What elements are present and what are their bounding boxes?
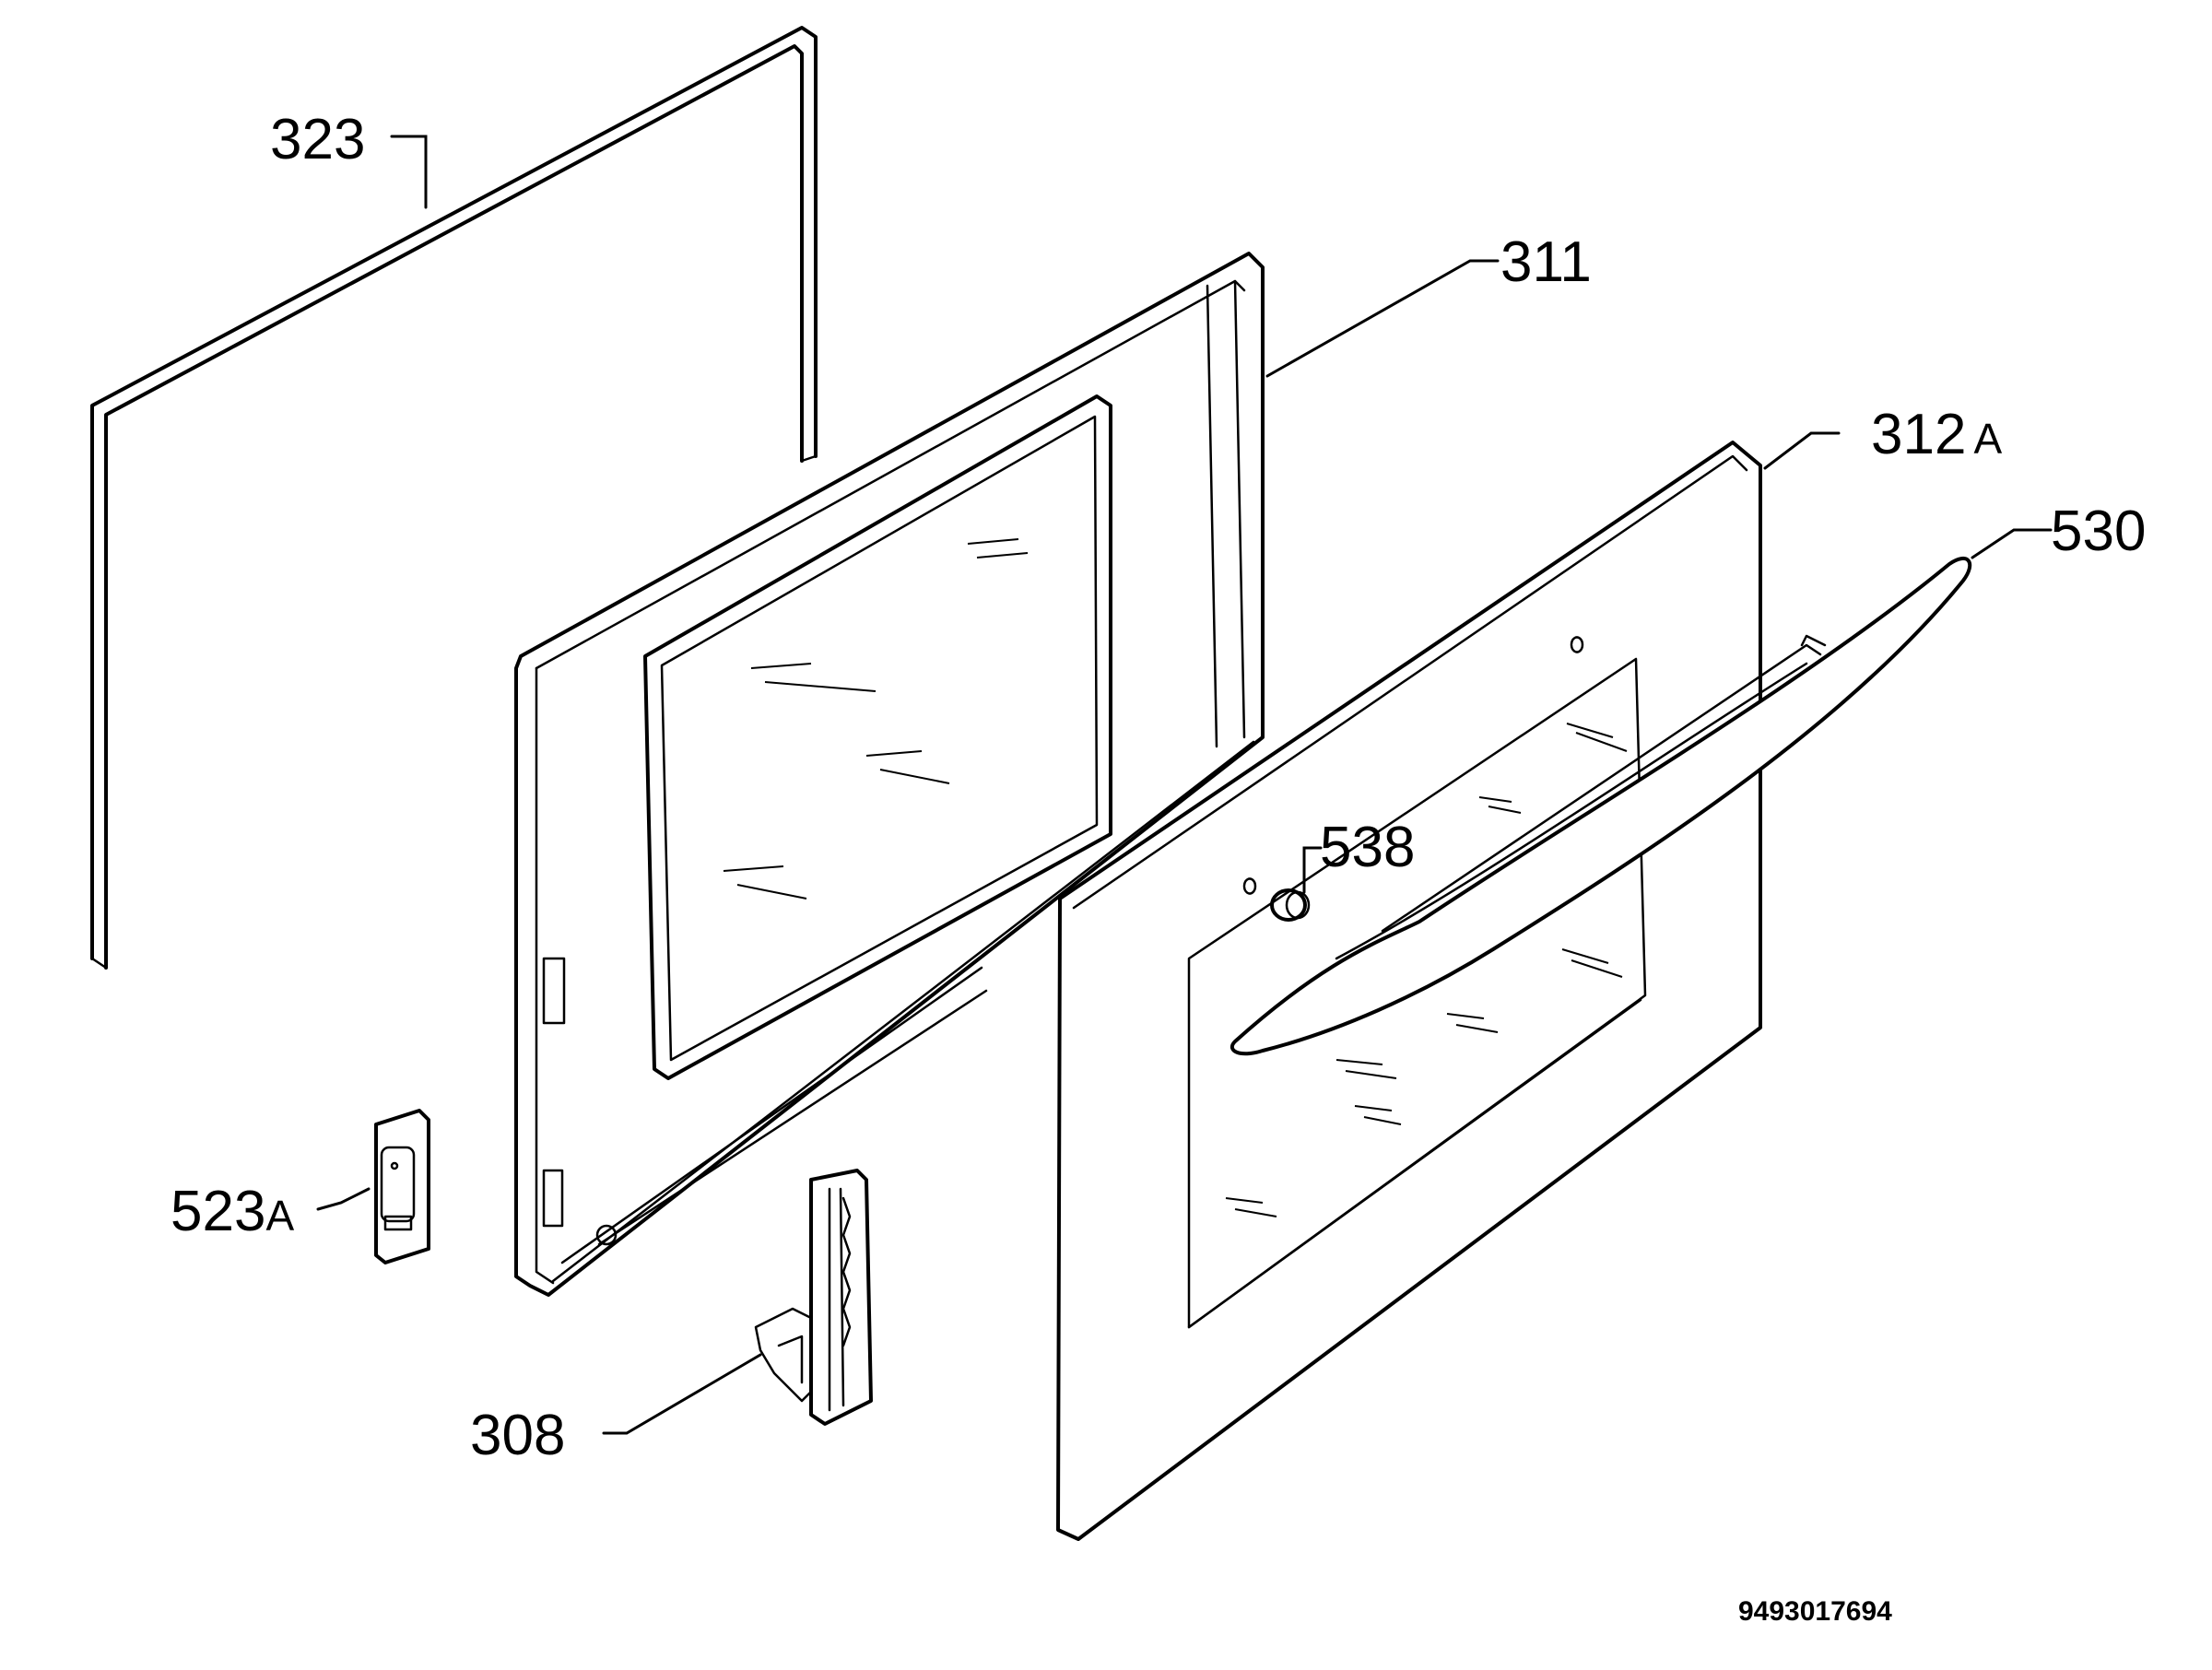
leader-323	[390, 135, 428, 209]
callout-308: 308	[470, 1404, 565, 1467]
leader-311	[1265, 259, 1500, 378]
callout-530: 530	[2051, 500, 2146, 563]
door-handle-530	[1230, 557, 1972, 1056]
door-seal-323	[90, 26, 818, 970]
drawing-number: 9493017694	[1738, 1596, 1892, 1627]
door-hinge-308	[754, 1169, 873, 1426]
leader-312a	[1763, 431, 1841, 470]
inner-door-frame-311	[514, 252, 1265, 1297]
hinge-bracket-523a	[374, 1109, 430, 1264]
callout-311: 311	[1500, 230, 1592, 294]
leader-308	[602, 1353, 762, 1435]
leader-523a	[316, 1187, 371, 1211]
outer-door-glass-312a	[1056, 441, 1762, 1541]
leader-538	[1302, 846, 1323, 894]
callout-523a: 523A	[171, 1180, 294, 1243]
callout-323: 323	[270, 108, 365, 171]
leader-530	[1971, 528, 2053, 559]
callout-538: 538	[1320, 816, 1415, 879]
leader-lines	[316, 135, 2053, 1435]
end-cap-538	[1270, 888, 1311, 922]
